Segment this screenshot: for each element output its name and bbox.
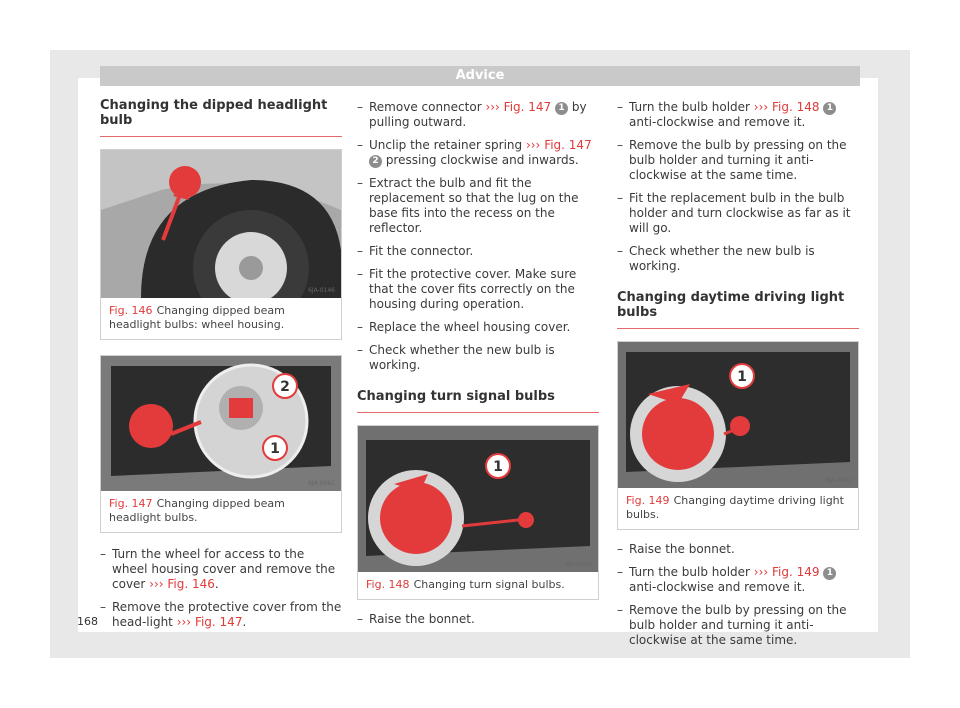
callout-number: 1 bbox=[823, 567, 837, 580]
list-item: Replace the wheel housing cover. bbox=[357, 320, 599, 335]
figure-link[interactable]: Fig. 149 bbox=[772, 565, 820, 579]
section-heading: Changing turn signal bulbs bbox=[357, 381, 599, 413]
caption-text: Changing dipped beam headlight bulbs: wh… bbox=[109, 304, 285, 331]
step-text: Turn the bulb holder bbox=[629, 565, 754, 579]
list-item: Fit the connector. bbox=[357, 244, 599, 259]
steps-list: Turn the wheel for access to the wheel h… bbox=[100, 547, 342, 630]
figure-code: 6JA-0061 bbox=[308, 480, 335, 487]
figure-link[interactable]: Fig. 148 bbox=[772, 100, 820, 114]
list-item: Extract the bulb and fit the replacement… bbox=[357, 176, 599, 236]
list-item: Check whether the new bulb is working. bbox=[357, 343, 599, 373]
figure-code: 6JA-0146 bbox=[308, 287, 335, 294]
cross-ref-arrow: ››› bbox=[525, 138, 541, 152]
column-2: Remove connector ››› Fig. 147 1 by pulli… bbox=[357, 100, 599, 635]
caption-text: Changing dipped beam headlight bulbs. bbox=[109, 497, 285, 524]
list-item: Remove the bulb by pressing on the bulb … bbox=[617, 603, 859, 648]
step-text: anti-clockwise and remove it. bbox=[629, 580, 806, 594]
page-number: 168 bbox=[77, 615, 98, 628]
cross-ref-arrow: ››› bbox=[753, 565, 769, 579]
step-text: Unclip the retainer spring bbox=[369, 138, 526, 152]
callout-2-label: 2 bbox=[280, 379, 290, 395]
figure-number: Fig. 149 bbox=[626, 494, 670, 507]
list-item: Remove connector ››› Fig. 147 1 by pulli… bbox=[357, 100, 599, 130]
figure-image: 1 6JA-0060 bbox=[358, 426, 598, 572]
list-item: Turn the bulb holder ››› Fig. 149 1 anti… bbox=[617, 565, 859, 595]
list-item: Unclip the retainer spring ››› Fig. 147 … bbox=[357, 138, 599, 168]
cover-marker bbox=[169, 166, 201, 198]
list-item: Raise the bonnet. bbox=[357, 612, 599, 627]
step-text: . bbox=[242, 615, 247, 629]
step-text: Turn the wheel for access to the wheel h… bbox=[112, 547, 336, 591]
figure-number: Fig. 148 bbox=[366, 578, 410, 591]
caption-text: Changing turn signal bulbs. bbox=[413, 578, 565, 591]
column-3: Turn the bulb holder ››› Fig. 148 1 anti… bbox=[617, 100, 859, 656]
figure-number: Fig. 146 bbox=[109, 304, 153, 317]
column-1: Changing the dipped headlight bulb 6JA-0… bbox=[100, 86, 342, 638]
figure-link[interactable]: Fig. 146 bbox=[167, 577, 215, 591]
step-text: Remove the protective cover from the hea… bbox=[112, 600, 342, 629]
bulb-holder-marker bbox=[730, 416, 750, 436]
callout-1-label: 1 bbox=[737, 369, 747, 385]
step-text: . bbox=[214, 577, 219, 591]
figure-image: 6JA-0146 bbox=[101, 150, 341, 298]
figure-link[interactable]: Fig. 147 bbox=[503, 100, 552, 114]
figure-code: 6JA-0060 bbox=[565, 561, 592, 568]
step-text: pressing clockwise and inwards. bbox=[382, 153, 579, 167]
steps-list: Remove connector ››› Fig. 147 1 by pulli… bbox=[357, 100, 599, 373]
cover-marker bbox=[129, 404, 173, 448]
cross-ref-arrow: ››› bbox=[753, 100, 769, 114]
list-item: Remove the protective cover from the hea… bbox=[100, 600, 342, 630]
figure-number: Fig. 147 bbox=[109, 497, 153, 510]
figure-image: 1 6JA-0062 bbox=[618, 342, 858, 488]
callout-2 bbox=[272, 373, 298, 399]
figure-link[interactable]: Fig. 147 bbox=[194, 615, 243, 629]
list-item: Check whether the new bulb is working. bbox=[617, 244, 859, 274]
callout-number: 1 bbox=[555, 102, 569, 115]
list-item: Fit the protective cover. Make sure that… bbox=[357, 267, 599, 312]
caption-text: Changing daytime driving light bulbs. bbox=[626, 494, 844, 521]
steps-list: Turn the bulb holder ››› Fig. 148 1 anti… bbox=[617, 100, 859, 274]
list-item: Turn the wheel for access to the wheel h… bbox=[100, 547, 342, 592]
callout-1 bbox=[485, 453, 511, 479]
cross-ref-arrow: ››› bbox=[149, 577, 164, 591]
figure-code: 6JA-0062 bbox=[825, 477, 852, 484]
wheel-housing-illustration bbox=[101, 150, 341, 298]
callout-1-label: 1 bbox=[493, 459, 503, 475]
figure-image: 2 1 6JA-0061 bbox=[101, 356, 341, 491]
daytime-light-illustration: 1 bbox=[618, 342, 858, 488]
steps-list: Raise the bonnet. bbox=[357, 612, 599, 627]
callout-number: 1 bbox=[823, 102, 837, 115]
list-item: Raise the bonnet. bbox=[617, 542, 859, 557]
step-text: Remove connector bbox=[369, 100, 486, 114]
section-heading: Changing the dipped headlight bulb bbox=[100, 86, 342, 137]
callout-number: 2 bbox=[369, 155, 382, 168]
step-text: Turn the bulb holder bbox=[629, 100, 754, 114]
cross-ref-arrow: ››› bbox=[176, 615, 192, 629]
section-banner: Advice bbox=[100, 66, 860, 86]
step-text: anti-clockwise and remove it. bbox=[629, 115, 806, 129]
list-item: Turn the bulb holder ››› Fig. 148 1 anti… bbox=[617, 100, 859, 130]
bulb-holder-marker bbox=[518, 512, 534, 528]
turn-signal-illustration: 1 bbox=[358, 426, 598, 572]
section-heading: Changing daytime driving light bulbs bbox=[617, 282, 859, 329]
list-item: Fit the replacement bulb in the bulb hol… bbox=[617, 191, 859, 236]
figure-link[interactable]: Fig. 147 bbox=[544, 138, 592, 152]
headlight-illustration: 2 1 bbox=[101, 356, 341, 491]
list-item: Remove the bulb by pressing on the bulb … bbox=[617, 138, 859, 183]
callout-1 bbox=[262, 435, 288, 461]
cross-ref-arrow: ››› bbox=[485, 100, 500, 114]
callout-1 bbox=[729, 363, 755, 389]
steps-list: Raise the bonnet. Turn the bulb holder ›… bbox=[617, 542, 859, 648]
callout-1-label: 1 bbox=[270, 441, 280, 457]
step-text: by pulling outward. bbox=[369, 100, 587, 129]
